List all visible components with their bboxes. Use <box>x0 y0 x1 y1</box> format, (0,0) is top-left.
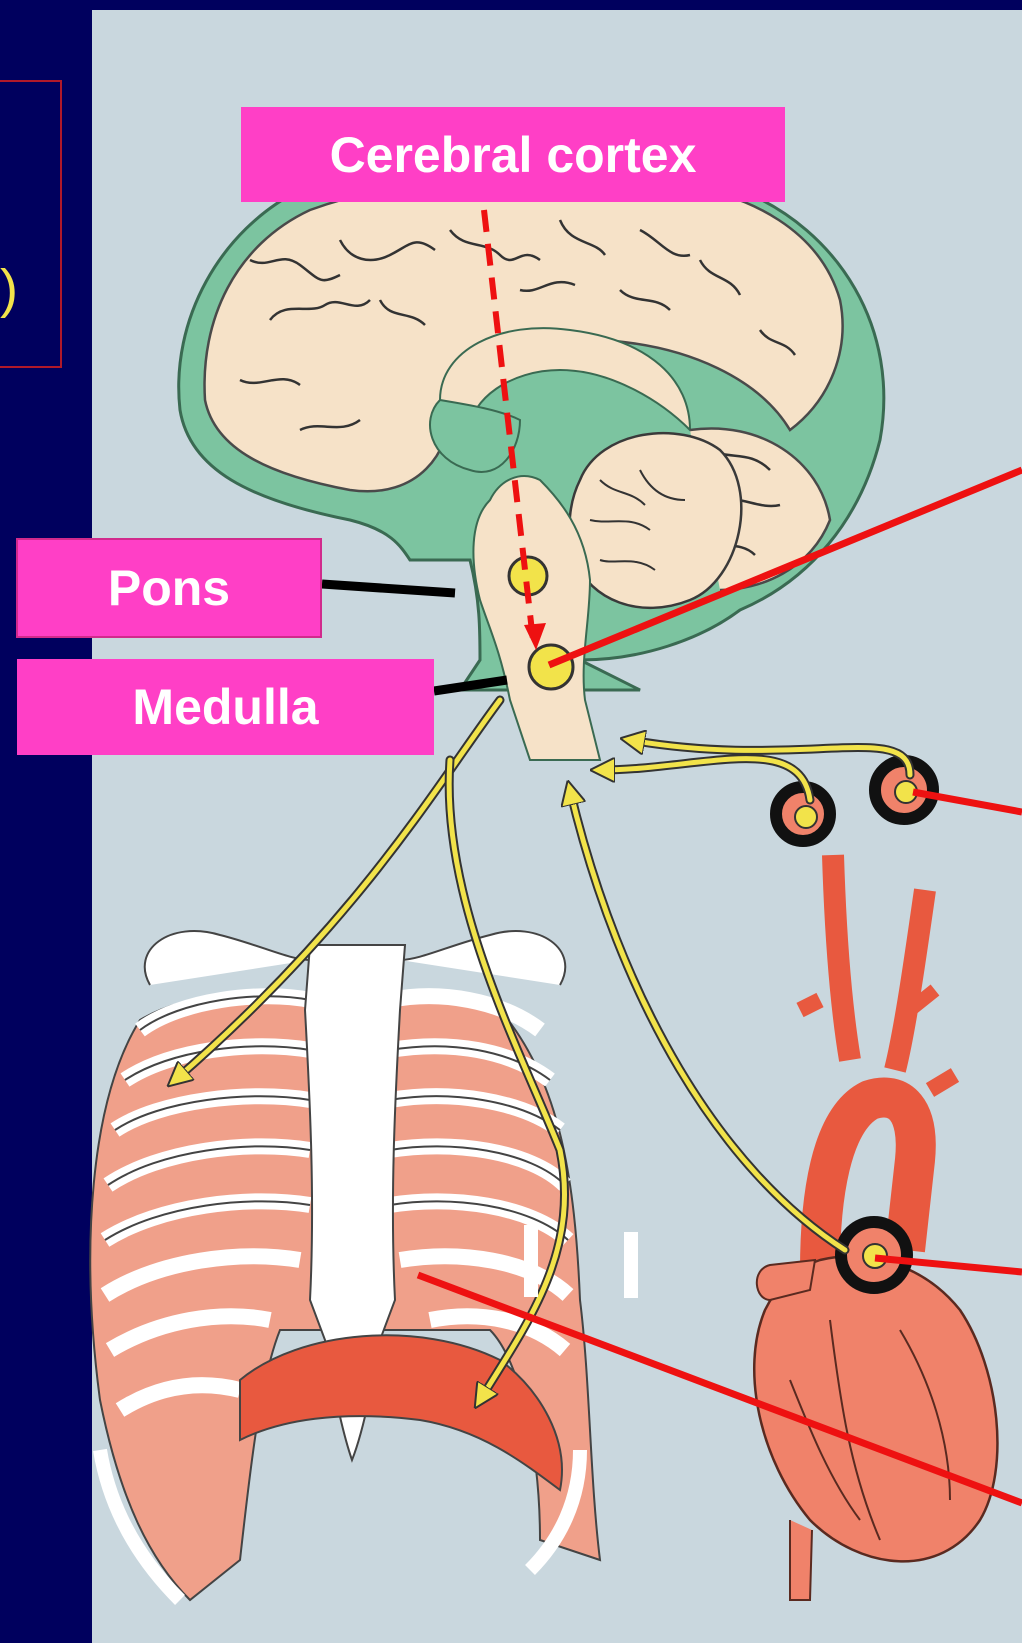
aortic-receptor <box>841 1222 907 1288</box>
carotid-receptor-right <box>875 761 933 819</box>
pons-leader-line <box>322 584 455 593</box>
cerebral-cortex-label: Cerebral cortex <box>241 107 785 202</box>
carotid-receptor-left <box>776 787 830 841</box>
white-mark-left <box>524 1225 538 1297</box>
medulla-label: Medulla <box>17 659 434 755</box>
pons-label: Pons <box>16 538 322 638</box>
ribcage-illustration <box>90 931 600 1600</box>
afferent-nerve-aortic <box>570 790 845 1250</box>
white-mark-right <box>624 1232 638 1298</box>
